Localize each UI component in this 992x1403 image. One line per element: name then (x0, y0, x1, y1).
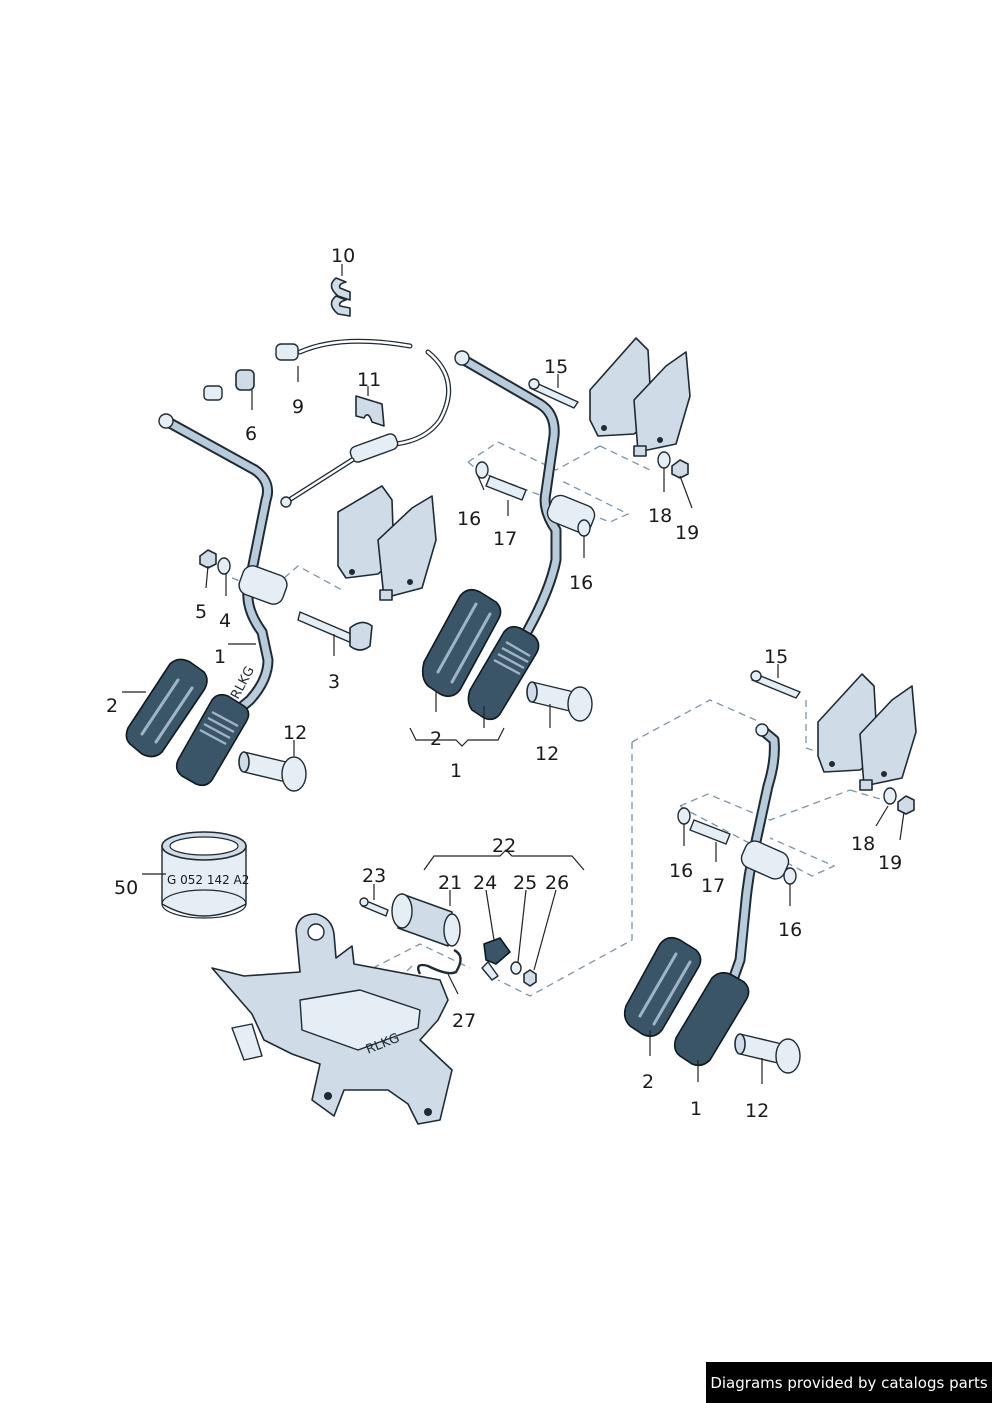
callout-12: 12 (745, 1100, 769, 1122)
assembly-dash-lines (231, 441, 891, 1005)
callout-16: 16 (778, 919, 802, 941)
callout-17: 17 (493, 528, 517, 550)
callout-1: 1 (690, 1098, 702, 1120)
callout-2: 2 (106, 695, 118, 717)
callout-1: 1 (450, 760, 462, 782)
callout-25: 25 (513, 872, 537, 894)
callout-24: 24 (473, 872, 497, 894)
cable-assembly (203, 277, 452, 508)
callout-labels: 10 11 9 6 15 16 17 18 19 16 5 4 1 3 2 12… (106, 245, 902, 1122)
callout-50: 50 (114, 877, 138, 899)
callout-4: 4 (219, 610, 231, 632)
callout-12: 12 (535, 743, 559, 765)
callout-27: 27 (452, 1010, 476, 1032)
callout-9: 9 (292, 396, 304, 418)
callout-15: 15 (544, 356, 568, 378)
callout-5: 5 (195, 601, 207, 623)
callout-2: 2 (430, 728, 442, 750)
callout-15: 15 (764, 646, 788, 668)
right-pedal-assembly (623, 670, 917, 1074)
callout-18: 18 (648, 505, 672, 527)
callout-1: 1 (214, 646, 226, 668)
pedal-bracket-base: RLKG (211, 913, 453, 1125)
callout-6: 6 (245, 423, 257, 445)
footer-credit: Diagrams provided by catalogs parts (706, 1362, 992, 1403)
callout-18: 18 (851, 833, 875, 855)
leader-lines (122, 264, 905, 1084)
callout-16: 16 (457, 508, 481, 530)
left-pedal-assembly: RLKG (125, 413, 437, 792)
callout-12: 12 (283, 722, 307, 744)
center-pedal-assembly (421, 337, 691, 722)
callout-21: 21 (438, 872, 462, 894)
motor-assembly (359, 893, 537, 987)
callout-16: 16 (669, 860, 693, 882)
callout-17: 17 (701, 875, 725, 897)
callout-19: 19 (675, 522, 699, 544)
callout-10: 10 (331, 245, 355, 267)
callout-16: 16 (569, 572, 593, 594)
callout-3: 3 (328, 671, 340, 693)
callout-19: 19 (878, 852, 902, 874)
part-50-cylinder: G 052 142 A2 (161, 831, 249, 919)
part-marking-text: G 052 142 A2 (167, 873, 249, 887)
callout-22: 22 (492, 835, 516, 857)
callout-26: 26 (545, 872, 569, 894)
callout-2: 2 (642, 1071, 654, 1093)
callout-23: 23 (362, 865, 386, 887)
callout-11: 11 (357, 369, 381, 391)
